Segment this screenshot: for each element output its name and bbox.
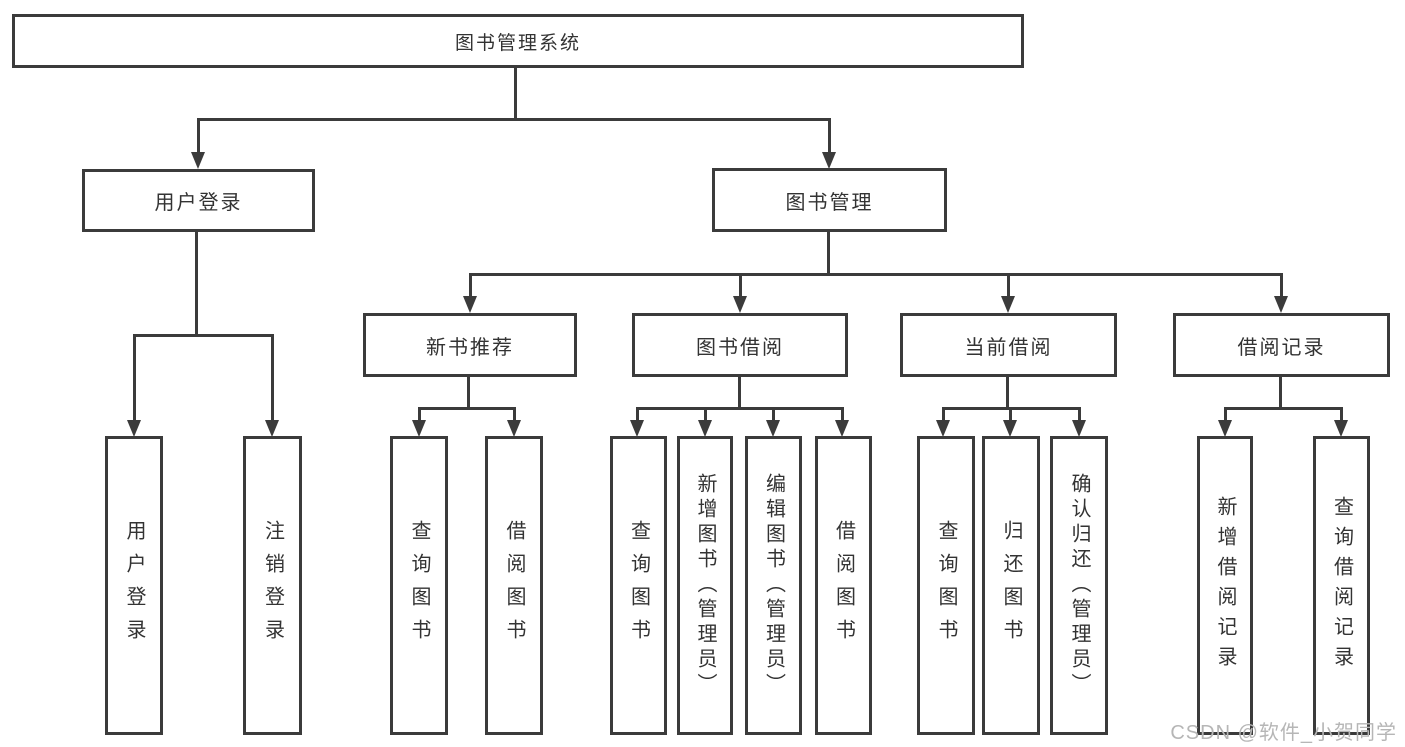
connector-borrowing-records-split	[1224, 407, 1343, 410]
arrow-down-icon	[1274, 296, 1288, 313]
arrow-down-icon	[463, 296, 477, 313]
leaf-label: 编辑图书（管理员）	[762, 473, 785, 698]
leaf-records-add-borrow-record: 新增借阅记录	[1197, 436, 1253, 735]
csdn-watermark: CSDN @软件_小贺同学	[1170, 722, 1397, 744]
connector-leaf	[1340, 407, 1343, 422]
connector-to-borrowing-records	[1280, 273, 1283, 298]
leaf-label: 归还图书	[1000, 519, 1022, 652]
connector-to-new-book	[469, 273, 472, 298]
leaf-user-login: 用户登录	[105, 436, 163, 735]
connector-leaf	[636, 407, 639, 422]
leaf-label: 查询图书	[935, 519, 957, 652]
connector-new-book-split	[418, 407, 516, 410]
arrow-down-icon	[835, 420, 849, 437]
arrow-down-icon	[412, 420, 426, 437]
node-book-borrowing: 图书借阅	[632, 313, 848, 377]
connector-leaf	[1009, 407, 1012, 422]
node-new-book-recommendation: 新书推荐	[363, 313, 577, 377]
arrow-down-icon	[127, 420, 141, 437]
node-borrowing-records: 借阅记录	[1173, 313, 1390, 377]
leaf-label: 注销登录	[261, 519, 284, 652]
arrow-down-icon	[1001, 296, 1015, 313]
arrow-down-icon	[1003, 420, 1017, 437]
leaf-logout: 注销登录	[243, 436, 302, 735]
connector-to-book-borrowing	[739, 273, 742, 298]
node-library-system: 图书管理系统	[12, 14, 1024, 68]
leaf-label: 借阅图书	[832, 519, 855, 652]
leaf-label: 新增图书（管理员）	[694, 473, 716, 698]
arrow-down-icon	[191, 152, 205, 169]
leaf-current-query-books: 查询图书	[917, 436, 975, 735]
connector-user-login-stub	[195, 232, 198, 334]
connector-book-management-stub	[827, 232, 830, 273]
connector-current-borrowing-stub	[1006, 377, 1009, 407]
node-user-login: 用户登录	[82, 169, 315, 232]
leaf-label: 借阅图书	[503, 519, 525, 652]
arrow-down-icon	[733, 296, 747, 313]
leaf-current-confirm-return-admin: 确认归还（管理员）	[1050, 436, 1108, 735]
node-current-borrowing: 当前借阅	[900, 313, 1117, 377]
arrow-down-icon	[698, 420, 712, 437]
connector-book-management-split	[469, 273, 1283, 276]
connector-leaf	[418, 407, 421, 422]
arrow-down-icon	[507, 420, 521, 437]
connector-new-book-stub	[467, 377, 470, 407]
leaf-borrowing-add-books-admin: 新增图书（管理员）	[677, 436, 733, 735]
connector-leaf	[1224, 407, 1227, 422]
leaf-newbook-query-books: 查询图书	[390, 436, 448, 735]
arrow-down-icon	[1072, 420, 1086, 437]
leaf-borrowing-borrow-books: 借阅图书	[815, 436, 872, 735]
leaf-records-query-borrow-record: 查询借阅记录	[1313, 436, 1370, 735]
connector-to-leaf-user-login	[133, 334, 136, 422]
arrow-down-icon	[822, 152, 836, 169]
connector-root-stub	[514, 68, 517, 118]
leaf-borrowing-query-books: 查询图书	[610, 436, 667, 735]
arrow-down-icon	[936, 420, 950, 437]
connector-user-login-split	[133, 334, 274, 337]
arrow-down-icon	[1334, 420, 1348, 437]
arrow-down-icon	[766, 420, 780, 437]
arrow-down-icon	[265, 420, 279, 437]
connector-leaf	[1078, 407, 1081, 422]
connector-book-borrowing-split	[636, 407, 844, 410]
connector-leaf	[942, 407, 945, 422]
leaf-current-return-books: 归还图书	[982, 436, 1040, 735]
leaf-label: 查询图书	[408, 519, 430, 652]
leaf-label: 新增借阅记录	[1214, 495, 1236, 676]
connector-to-user-login	[197, 118, 200, 154]
connector-to-leaf-logout	[271, 334, 274, 422]
connector-leaf	[772, 407, 775, 422]
leaf-label: 查询图书	[627, 519, 650, 652]
leaf-newbook-borrow-books: 借阅图书	[485, 436, 543, 735]
connector-to-book-management	[828, 118, 831, 154]
connector-root-split	[197, 118, 831, 121]
leaf-label: 确认归还（管理员）	[1068, 473, 1090, 698]
arrow-down-icon	[1218, 420, 1232, 437]
arrow-down-icon	[630, 420, 644, 437]
leaf-borrowing-edit-books-admin: 编辑图书（管理员）	[745, 436, 802, 735]
connector-to-current-borrowing	[1007, 273, 1010, 298]
connector-leaf	[513, 407, 516, 422]
connector-borrowing-records-stub	[1279, 377, 1282, 407]
leaf-label: 用户登录	[123, 519, 145, 652]
node-book-management: 图书管理	[712, 168, 947, 232]
connector-leaf	[704, 407, 707, 422]
connector-leaf	[841, 407, 844, 422]
connector-book-borrowing-stub	[738, 377, 741, 407]
leaf-label: 查询借阅记录	[1330, 495, 1353, 676]
